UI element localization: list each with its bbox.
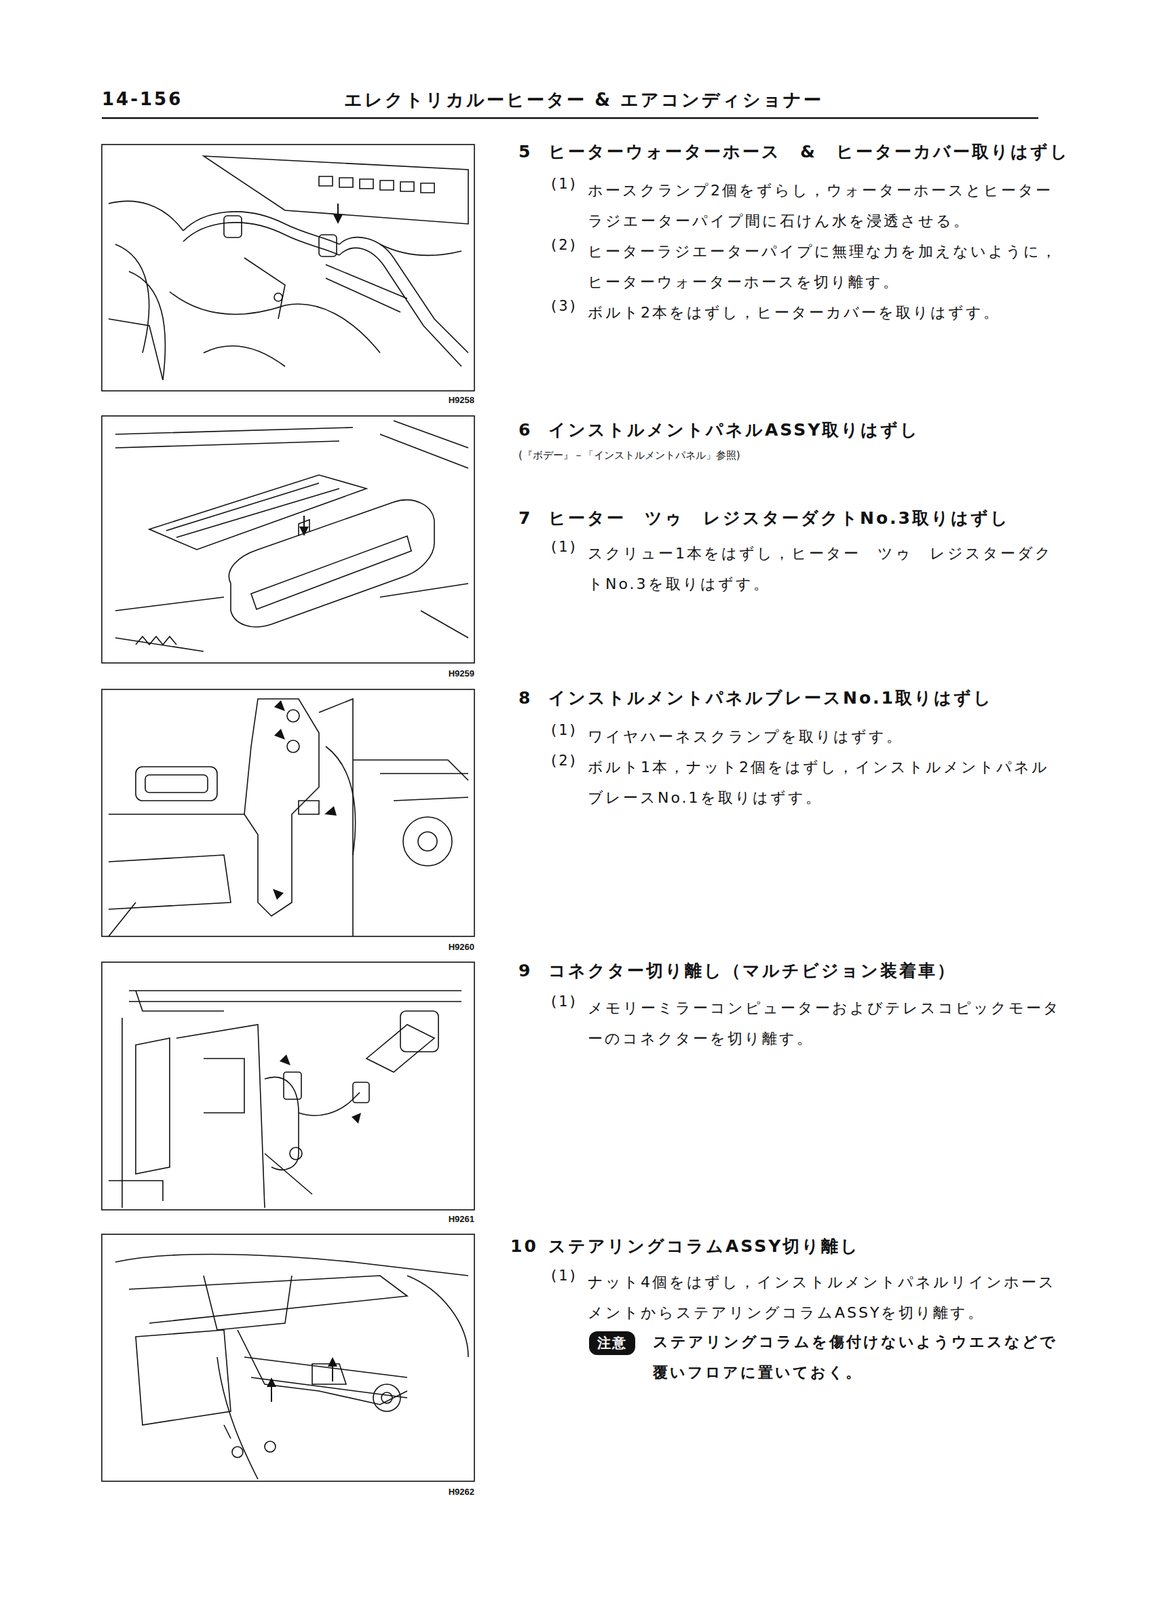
item-marker: (2) (551, 751, 578, 771)
body-text: ナット4個をはずし，インストルメントパネルリインホースメントからステアリングコラ… (587, 1267, 1067, 1329)
step-number: 7 (518, 507, 533, 531)
figure-frame (101, 689, 475, 937)
step-number: 5 (518, 141, 533, 164)
figure-frame (101, 962, 475, 1211)
steering-column-drawing (115, 1254, 469, 1480)
step-number: 10 (510, 1235, 539, 1259)
step-number: 8 (518, 687, 533, 710)
step-number: 6 (518, 419, 533, 442)
figure-code: H9260 (448, 941, 475, 954)
figure-code: H9259 (448, 668, 475, 681)
body-text: メモリーミラーコンピューターおよびテレスコピックモーターのコネクターを切り離す。 (587, 992, 1067, 1054)
heading: インストルメントパネルブレースNo.1取りはずし (548, 687, 1071, 710)
item-marker: (1) (551, 175, 578, 194)
item-marker: (1) (551, 721, 578, 740)
heading: ステアリングコラムASSY切り離し (548, 1235, 1071, 1259)
item-marker: (2) (551, 236, 578, 255)
figure-frame (101, 1234, 475, 1482)
caution-badge: 注意 (589, 1331, 636, 1356)
item-marker: (1) (551, 538, 578, 557)
figure-frame (101, 416, 475, 664)
body-text: スクリュー1本をはずし，ヒーター ツゥ レジスターダクトNo.3を取りはずす。 (587, 538, 1067, 600)
heading: コネクター切り離し（マルチビジョン装着車） (548, 960, 1071, 983)
caution-word: 注意 (597, 1334, 628, 1353)
connector-drawing (108, 990, 462, 1209)
reference-note: (『ボデー』－「インストルメントパネル」参照) (518, 449, 741, 463)
page-title: エレクトリカルーヒーター & エアコンディショナー (339, 88, 828, 112)
register-duct-drawing (115, 420, 469, 652)
header-rule (101, 117, 1039, 119)
heading: ヒーターウォーターホース & ヒーターカバー取りはずし (548, 141, 1071, 164)
body-text: ホースクランプ2個をずらし，ウォーターホースとヒーターラジエーターパイプ間に石け… (587, 175, 1067, 237)
caution-text: ステアリングコラムを傷付けないようウエスなどで覆いフロアに置いておく。 (652, 1326, 1067, 1388)
item-marker: (1) (551, 992, 578, 1012)
figure-code: H9258 (448, 394, 475, 407)
heading: ヒーター ツゥ レジスターダクトNo.3取りはずし (548, 507, 1071, 531)
heater-hose-drawing (108, 156, 469, 381)
body-text: ワイヤハーネスクランプを取りはずす。 (587, 721, 1067, 752)
item-marker: (3) (551, 297, 578, 316)
panel-brace-drawing (108, 699, 469, 937)
body-text: ボルト1本，ナット2個をはずし，インストルメントパネルブレースNo.1を取りはず… (587, 751, 1067, 814)
item-marker: (1) (551, 1267, 578, 1286)
heading: インストルメントパネルASSY取りはずし (548, 419, 1071, 442)
body-text: ヒーターラジエーターパイプに無理な力を加えないように，ヒーターウォーターホースを… (587, 236, 1067, 298)
figure-code: H9261 (448, 1214, 475, 1226)
figure-frame (101, 144, 475, 391)
body-text: ボルト2本をはずし，ヒーターカバーを取りはずす。 (587, 297, 1067, 328)
step-number: 9 (518, 960, 533, 983)
figure-code: H9262 (448, 1486, 475, 1499)
page-number: 14-156 (101, 88, 183, 112)
